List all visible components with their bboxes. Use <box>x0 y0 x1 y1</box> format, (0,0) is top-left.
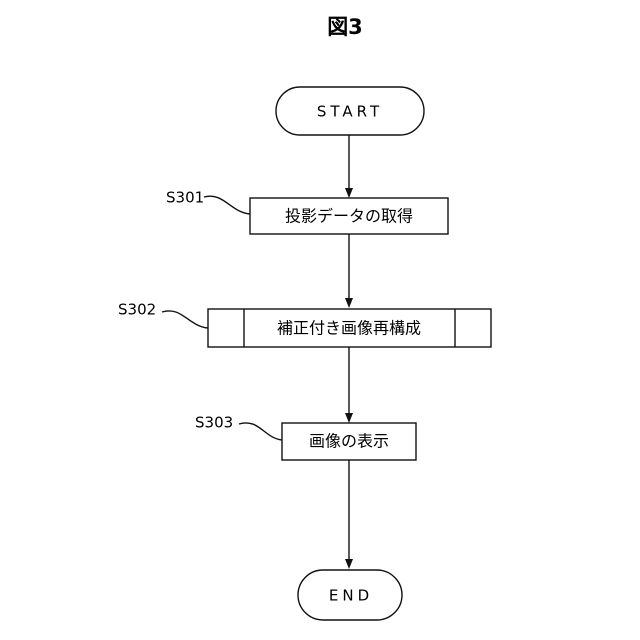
arrow-s301-to-s302 <box>345 234 353 308</box>
start-terminal: START <box>276 87 424 135</box>
step-s303: 画像の表示 <box>282 423 416 460</box>
leader-s301 <box>204 196 250 214</box>
step-label-s302: S302 <box>118 301 156 319</box>
arrow-s302-to-s303 <box>345 347 353 423</box>
leader-s303 <box>239 423 282 440</box>
end-terminal: END <box>298 570 402 620</box>
step-s301: 投影データの取得 <box>250 198 448 234</box>
step-label-s303: S303 <box>195 414 233 432</box>
step-label-s301: S301 <box>166 189 204 207</box>
step-s301-text: 投影データの取得 <box>285 207 413 226</box>
arrow-start-to-s301 <box>345 135 353 198</box>
leader-s302 <box>162 311 208 328</box>
figure-title: 図3 <box>327 15 363 39</box>
end-label: END <box>329 587 373 605</box>
arrow-s303-to-end <box>345 460 353 569</box>
step-s303-text: 画像の表示 <box>309 432 389 451</box>
step-s302-text: 補正付き画像再構成 <box>277 319 421 338</box>
step-s302: 補正付き画像再構成 <box>208 309 491 347</box>
start-label: START <box>317 103 383 121</box>
